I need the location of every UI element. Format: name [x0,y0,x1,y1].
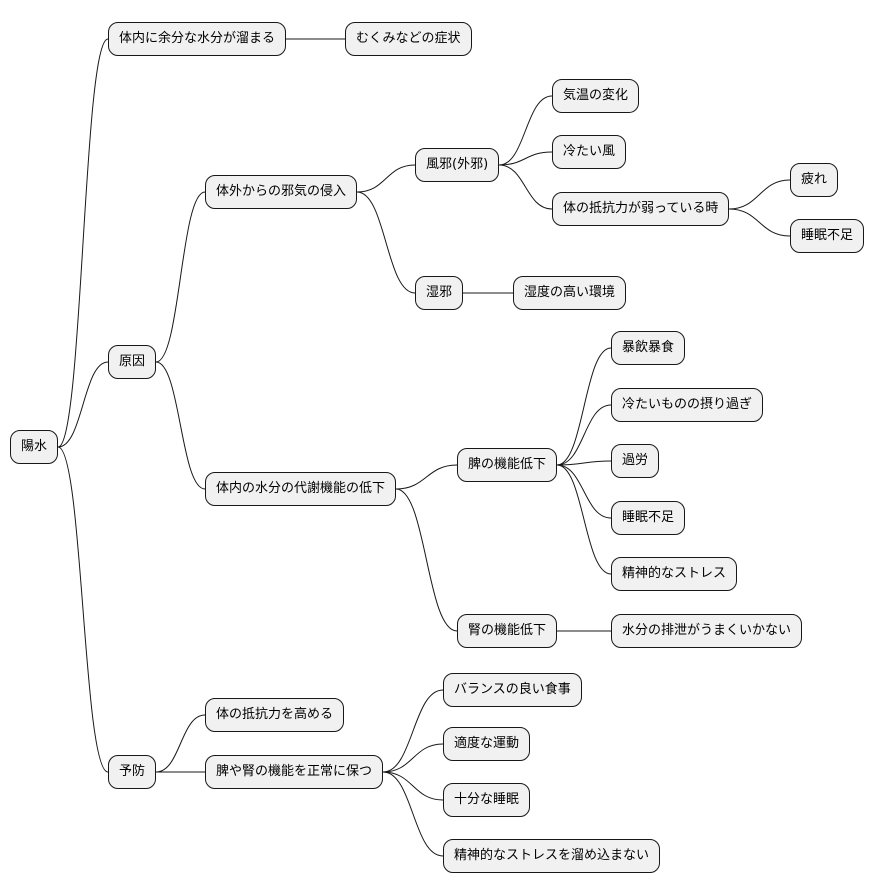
node-swelling-symptoms: むくみなどの症状 [345,22,472,56]
edge-n1-1-0 [395,464,458,490]
node-weakened-resistance: 体の抵抗力が弱っている時 [552,192,730,226]
node-wind-evil: 風邪(外邪) [415,148,500,182]
node-mental-stress: 精神的なストレス [611,557,738,591]
node-cold-wind: 冷たい風 [552,135,627,169]
edge-n1-0-0-2-1 [728,208,791,237]
edge-n1-1-0-3 [556,464,612,519]
node-sleep-deprivation: 睡眠不足 [790,219,865,253]
edge-n1-0-0 [356,164,416,193]
edge-n1-0-0-0 [498,95,553,166]
edge-n1-1-0-4 [556,464,612,575]
edge-n2-0 [155,714,206,773]
node-fatigue: 疲れ [790,163,839,197]
edge-n2 [57,446,109,773]
node-enough-sleep: 十分な睡眠 [443,783,531,817]
edge-n1-0-0-2 [498,164,553,210]
node-damp-evil: 湿邪 [415,276,464,310]
node-humid-environment: 湿度の高い環境 [513,276,627,310]
root-node: 陽水 [10,430,59,464]
edge-n1-1 [155,361,206,490]
edge-n2-1-0 [382,689,444,773]
node-overeating: 暴飲暴食 [611,331,686,365]
node-cold-food: 冷たいものの摂り過ぎ [611,388,764,422]
edge-n1-0 [155,191,206,363]
edge-n1-0-0-1 [498,151,553,166]
edge-n0 [57,38,109,448]
node-sleep-deprivation-spleen: 睡眠不足 [611,501,686,535]
node-maintain-organs: 脾や腎の機能を正常に保つ [205,755,384,789]
node-temperature-change: 気温の変化 [552,79,640,113]
node-boost-resistance: 体の抵抗力を高める [205,698,345,732]
node-poor-excretion: 水分の排泄がうまくいかない [611,614,803,648]
node-water-retention: 体内に余分な水分が溜まる [108,22,287,56]
node-spleen-decline: 脾の機能低下 [457,448,558,482]
edge-n1-1-0-0 [556,347,612,466]
node-overwork: 過労 [611,444,660,478]
node-balanced-diet: バランスの良い食事 [443,673,582,707]
edge-n2-1-3 [382,771,444,857]
edge-n1-0-1 [356,191,416,294]
edge-n2-1-1 [382,743,444,773]
node-avoid-stress: 精神的なストレスを溜め込まない [443,839,661,873]
edge-n1-1-0-2 [556,460,612,466]
edge-n1-0-0-2-0 [728,179,791,210]
node-prevention: 予防 [108,755,157,789]
node-moderate-exercise: 適度な運動 [443,727,531,761]
node-metabolism-decline: 体内の水分の代謝機能の低下 [205,472,397,506]
edge-n1-1-1 [395,488,458,632]
node-kidney-decline: 腎の機能低下 [457,614,558,648]
node-external-pathogen: 体外からの邪気の侵入 [205,175,358,209]
node-causes: 原因 [108,345,157,379]
edge-n1-1-0-1 [556,404,612,466]
edge-n1 [57,361,109,448]
edge-n2-1-2 [382,771,444,801]
